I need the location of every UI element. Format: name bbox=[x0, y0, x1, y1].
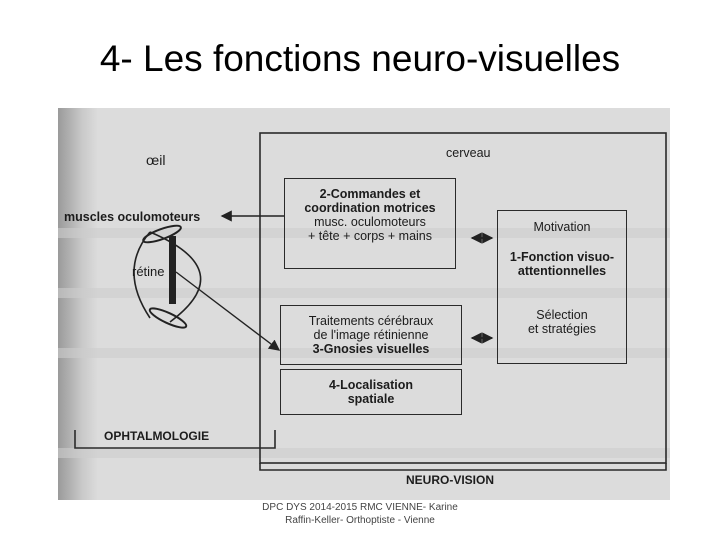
traitements-line2: de l'image rétinienne bbox=[313, 328, 429, 342]
bleed-through bbox=[58, 448, 670, 458]
bleed-through bbox=[58, 228, 670, 238]
fonction-line1: 1-Fonction visuo- bbox=[509, 250, 615, 264]
footer-line1: DPC DYS 2014-2015 RMC VIENNE- Karine bbox=[262, 502, 458, 513]
oeil-label: œil bbox=[146, 152, 166, 168]
commandes-line3: musc. oculomoteurs bbox=[314, 215, 426, 229]
retina-bar bbox=[169, 236, 176, 304]
muscles-label: muscles oculomoteurs bbox=[64, 210, 201, 224]
traitements-line3: 3-Gnosies visuelles bbox=[312, 342, 430, 356]
traitements-box: Traitements cérébraux de l'image rétinie… bbox=[280, 305, 462, 365]
selection-line2: et stratégies bbox=[527, 322, 597, 336]
bleed-through bbox=[58, 348, 670, 358]
arrow-retina-to-traitements bbox=[175, 271, 281, 351]
ophtalmologie-label: OPHTALMOLOGIE bbox=[104, 429, 210, 443]
cerveau-frame bbox=[259, 132, 667, 464]
commandes-line1: 2-Commandes et bbox=[319, 187, 421, 201]
slide-footer: DPC DYS 2014-2015 RMC VIENNE- Karine Raf… bbox=[240, 501, 480, 527]
commandes-box: 2-Commandes et coordination motrices mus… bbox=[284, 178, 456, 269]
fonction-line2: attentionnelles bbox=[517, 264, 607, 278]
motivation-label: Motivation bbox=[533, 220, 591, 234]
footer-line2: Raffin-Keller- Orthoptiste - Vienne bbox=[285, 515, 435, 526]
commandes-line2: coordination motrices bbox=[304, 201, 436, 215]
selection-line1: Sélection bbox=[536, 308, 588, 322]
cerveau-label: cerveau bbox=[446, 146, 491, 160]
neurovision-label: NEURO-VISION bbox=[406, 473, 495, 487]
scan-shadow bbox=[58, 108, 98, 500]
bleed-through bbox=[58, 288, 670, 298]
commandes-line4: + tête + corps + mains bbox=[307, 229, 433, 243]
localisation-box: 4-Localisation spatiale bbox=[280, 369, 462, 415]
fonction-box: Motivation 1-Fonction visuo- attentionne… bbox=[497, 210, 627, 364]
neurovision-bracket bbox=[259, 463, 667, 471]
traitements-line1: Traitements cérébraux bbox=[308, 314, 434, 328]
scanned-diagram bbox=[58, 108, 670, 500]
localisation-line2: spatiale bbox=[347, 392, 395, 406]
muscle-top bbox=[142, 224, 182, 244]
ophtalmologie-bracket bbox=[74, 430, 276, 449]
retine-label: rétine bbox=[132, 264, 165, 279]
slide-title: 4- Les fonctions neuro-visuelles bbox=[99, 38, 621, 79]
eye-outline-right bbox=[149, 231, 202, 323]
muscle-bottom bbox=[148, 307, 188, 329]
localisation-line1: 4-Localisation bbox=[328, 378, 414, 392]
